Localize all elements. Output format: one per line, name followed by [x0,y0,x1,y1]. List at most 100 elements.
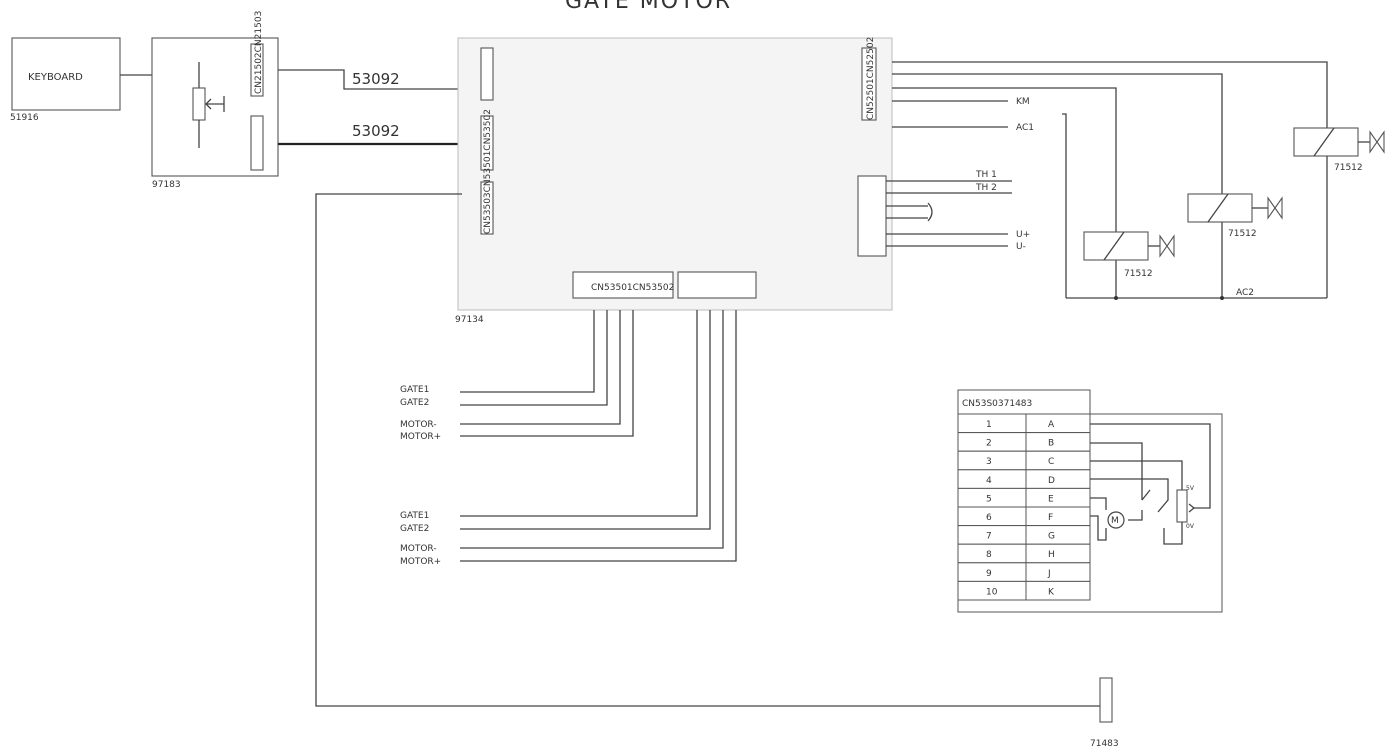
board-connector-left-mid [480,115,494,171]
terminal-cell-letter-box [1025,562,1091,582]
board-connector-bottom-label: CN53501CN53502 [591,283,674,293]
valve-1-label: 71512 [1124,269,1153,279]
terminal-cell-number-box [957,450,1027,471]
keyboard-box [11,37,121,111]
junction-dot-1 [1114,296,1118,300]
cable-upper-wire [278,69,462,90]
terminal-cell-letter-box [1025,487,1091,508]
terminal-wiring [1090,423,1211,545]
wire-out2-motor-minus [460,310,724,549]
terminal-cell-number-box [957,413,1027,434]
terminal-cell-letter-box [1025,469,1091,489]
terminal-cell-number-box [957,469,1027,489]
board-connector-right-label: CN52501CN52502 [866,37,876,120]
junction-dot-2 [1220,296,1224,300]
label-ac1: AC1 [1016,123,1034,133]
label-th1: TH 1 [975,170,997,180]
diagram-title: GATE MOTOR [565,0,732,14]
motor-icon: M [1107,511,1125,529]
cable-lower-label: 53092 [352,122,400,140]
terminal-cell-number: 3 [986,457,992,467]
main-board [457,37,893,311]
label-th2: TH 2 [975,183,997,193]
terminal-cell-number: 9 [986,569,992,579]
out1-gate1-label: GATE1 [400,385,429,395]
out2-gate1-label: GATE1 [400,511,429,521]
wire-out2-gate2 [460,310,711,530]
wire-out2-gate1 [460,310,698,517]
terminal-cell-letter-box [1025,432,1091,452]
control-module-code: 97183 [152,180,181,190]
pot-bottom-label: 0V [1186,523,1195,530]
terminal-cell-number-box [957,432,1027,452]
board-connector-right-top [861,47,877,121]
board-connector-bottom-left [572,271,674,299]
terminal-cell-letter: C [1048,457,1054,467]
terminal-cell-number: 7 [986,532,992,542]
terminal-cell-number-box [957,506,1027,527]
board-connector-bottom-right [677,271,757,299]
terminal-cell-number-box [957,525,1027,545]
terminal-cell-number: 4 [986,476,992,486]
wire-valve3-feed [892,61,1328,128]
terminal-cell-letter: F [1048,513,1053,523]
module-connector-top [250,43,264,97]
terminal-cell-letter-box [1025,413,1091,434]
out2-motor-plus-label: MOTOR+ [400,557,441,567]
label-u-plus: U+ [1016,230,1030,240]
terminal-cell-number: 1 [986,420,992,430]
jumper-icon [927,202,933,222]
valve-2-label: 71512 [1228,229,1257,239]
wire-remote-loop [315,193,1100,707]
label-km: KM [1016,97,1030,107]
svg-text:M: M [1111,516,1119,526]
remote-connector [1099,677,1113,723]
wire-out1-gate1 [460,310,595,393]
pot-top-label: 5V [1186,485,1195,492]
terminal-cell-letter: K [1048,587,1055,597]
terminal-cell-number: 2 [986,439,992,449]
terminal-cell-number-box [957,543,1027,564]
terminal-cell-letter: B [1048,439,1054,449]
solenoid-valve-1-icon [1083,231,1175,261]
wire-ac1-return [1062,113,1067,298]
module-connector-top-label: CN21502CN21503 [254,11,264,94]
out1-motor-minus-label: MOTOR- [400,420,437,430]
out1-motor-plus-label: MOTOR+ [400,432,441,442]
out2-motor-minus-label: MOTOR- [400,544,437,554]
keyboard-label: KEYBOARD [28,72,83,83]
valve-3-label: 71512 [1334,163,1363,173]
keyboard-code: 51916 [10,113,39,123]
wire-out1-motor-minus [460,310,621,425]
out1-gate2-label: GATE2 [400,398,429,408]
terminal-cell-letter-box [1025,506,1091,527]
board-connector-right-bottom [857,175,887,257]
terminal-table-header [957,389,1091,415]
switch-icon [1141,489,1151,501]
out2-gate2-label: GATE2 [400,524,429,534]
module-connector-bottom [250,115,264,171]
main-board-code: 97134 [455,315,484,325]
terminal-cell-number: 8 [986,550,992,560]
terminal-cell-letter-box [1025,525,1091,545]
terminal-cell-letter-box [1025,543,1091,564]
solenoid-valve-3-icon [1293,127,1385,157]
terminal-cell-letter: H [1048,550,1055,560]
terminal-cell-number-box [957,562,1027,582]
terminal-cell-letter: E [1048,494,1054,504]
wire-out2-motor-plus [460,310,737,562]
wire-valve1-feed [892,87,1117,232]
potentiometer-icon [192,62,225,148]
cable-upper-label: 53092 [352,70,400,88]
wire-out1-gate2 [460,310,608,406]
